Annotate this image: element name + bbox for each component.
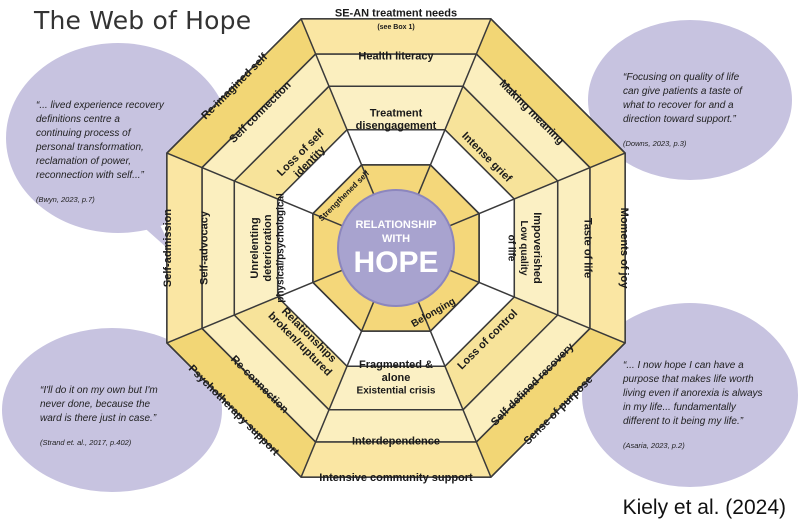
middle-label: Interdependence <box>352 435 440 447</box>
outer-label: Intensive community support <box>319 472 473 484</box>
outer-label-text: Self-admission <box>162 209 174 288</box>
center-label: HOPE <box>353 246 438 279</box>
inner-label-text: Fragmented & <box>359 359 433 371</box>
middle-label-text: Self-advocacy <box>198 210 210 285</box>
inner-label-text: Low quality <box>518 221 529 276</box>
sector-shade <box>166 153 202 343</box>
outer-label-text: SE-AN treatment needs <box>335 8 457 20</box>
spoke <box>300 301 375 478</box>
quote: “I'll do it on my own but I'm never done,… <box>40 385 158 447</box>
sector-shade <box>590 153 626 343</box>
inner-label-text: disengagement <box>356 120 437 132</box>
quote: “... I now hope I can have a purpose that… <box>622 360 763 450</box>
quote-line: definitions centre a <box>36 114 120 125</box>
quote-line: living even if anorexia is always <box>623 388 763 399</box>
quote-line: personal transformation, <box>35 142 144 153</box>
quote-line: reconnection with self...” <box>36 170 144 181</box>
quote-source: (Downs, 2023, p.3) <box>623 139 687 148</box>
middle-label: Health literacy <box>358 50 434 62</box>
inner-label-text: Unrelenting <box>249 217 261 278</box>
citation: Kiely et al. (2024) <box>622 496 786 519</box>
middle-label: Taste of life <box>582 218 594 278</box>
spoke <box>166 269 343 344</box>
middle-label-text: Taste of life <box>582 218 594 278</box>
quote-line: purpose that makes life worth <box>622 374 754 385</box>
quote-line: what to recover for and a <box>623 100 734 111</box>
sector-shade <box>234 181 278 315</box>
spoke <box>166 152 343 227</box>
quote-line: never done, because the <box>40 399 151 410</box>
inner-label-text: Impoverished <box>531 212 543 284</box>
quote-line: ward is there just in case.” <box>40 413 157 424</box>
middle-label-text: Health literacy <box>358 50 434 62</box>
quote-source: (Strand et. al., 2017, p.402) <box>40 438 132 447</box>
spoke <box>300 18 375 195</box>
inner-label-text: of life <box>506 235 517 262</box>
quote-line: different to it being my life.” <box>623 416 744 427</box>
inner-label-text: Treatment <box>370 108 423 120</box>
outer-label-text: Intensive community support <box>319 472 473 484</box>
spoke <box>449 152 626 227</box>
page-title: The Web of Hope <box>34 6 252 35</box>
quote-line: direction toward support.” <box>623 114 737 125</box>
quote-line: in my life... fundamentally <box>623 402 737 413</box>
sector-shade <box>444 86 558 200</box>
sector-shade <box>234 296 348 410</box>
outer-label-text: (see Box 1) <box>377 24 414 31</box>
quote-line: “I'll do it on my own but I'm <box>40 385 158 396</box>
sector-shade <box>234 86 348 200</box>
sector-shade <box>444 296 558 410</box>
inner-label-text: deterioration <box>262 214 274 282</box>
sector-shade <box>301 442 491 478</box>
quote: “Focusing on quality of life can give pat… <box>623 72 743 148</box>
inner-label-text: alone <box>382 372 411 384</box>
spoke <box>449 269 626 344</box>
quote-line: reclamation of power, <box>36 156 131 167</box>
quote-source: (Asaria, 2023, p.2) <box>623 441 685 450</box>
quote-line: “Focusing on quality of life <box>623 72 740 83</box>
outer-label: SE-AN treatment needs (see Box 1) <box>335 8 457 32</box>
sector-shade <box>514 181 558 315</box>
spoke <box>417 18 492 195</box>
middle-label: Self-advocacy <box>198 210 210 285</box>
middle-label-text: Interdependence <box>352 435 440 447</box>
center-circle <box>337 189 455 307</box>
inner-label-text: Existential crisis <box>357 386 436 397</box>
spoke <box>417 301 492 478</box>
sector-shade <box>329 86 463 130</box>
quote-line: “... lived experience recovery <box>36 100 165 111</box>
quote: “... lived experience recovery definition… <box>35 100 165 204</box>
quote-line: can give patients a taste of <box>623 86 743 97</box>
outer-label-text: Moments of joy <box>618 208 630 290</box>
quote-line: “... I now hope I can have a <box>623 360 744 371</box>
sector-shade <box>329 366 463 410</box>
quote-source: (Bwyn, 2023, p.7) <box>36 195 95 204</box>
inner-label-text: physical/psychological <box>276 193 287 303</box>
outer-label: Self-admission <box>162 209 174 288</box>
center-label: WITH <box>382 233 410 245</box>
center-label: RELATIONSHIP <box>355 219 436 231</box>
sector-shade <box>301 18 491 54</box>
quote-line: continuing process of <box>36 128 132 139</box>
outer-label: Moments of joy <box>618 208 630 290</box>
